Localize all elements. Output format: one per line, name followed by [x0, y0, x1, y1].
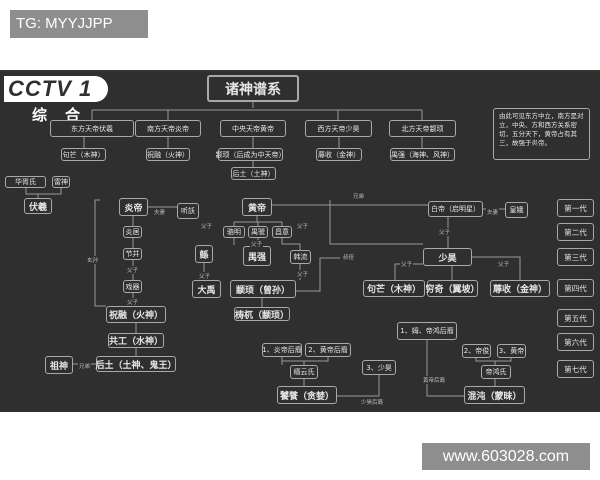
relation-label: 玄孙 [86, 256, 100, 264]
node-c2: 2、帝俊 [462, 344, 491, 358]
node-taowu: 梼杌（颛顼） [234, 307, 290, 321]
node-b3: 3、少昊 [362, 360, 396, 375]
node-b1: 1、炎帝后裔 [262, 343, 302, 357]
node-c-emp: 中央天帝黄帝 [220, 120, 286, 137]
relation-label: 父子 [198, 272, 212, 280]
generation-4: 第四代 [557, 279, 594, 297]
node-c-aide: 颛顼（后成为中天帝） [216, 148, 286, 161]
relation-label: 叔侄 [342, 253, 356, 261]
node-shaohao: 少昊 [423, 248, 472, 266]
node-huangdi: 黄帝 [242, 198, 272, 216]
node-huaxu: 华胥氏 [5, 176, 46, 188]
node-huange: 皇娥 [505, 202, 528, 218]
node-n-aide: 禺强（海神、风神） [390, 148, 455, 161]
generation-5: 第五代 [557, 309, 594, 327]
node-jinyun: 缙云氏 [290, 365, 318, 379]
node-qiongqi: 穷奇（翼坡） [426, 280, 480, 297]
diagram-note: 由此可见东方中立，南方是对立，中央、方和西方关系密切，五分天下，黄帝占有其三，故… [493, 108, 590, 160]
node-rushou: 蓐收（金神） [490, 280, 550, 297]
node-c3: 3、黄帝 [497, 344, 526, 358]
node-zhuanxu: 颛顼（曾孙） [230, 280, 296, 298]
logo-sub: 综合 [32, 106, 99, 124]
node-leishen: 雷神 [52, 176, 70, 188]
node-gonggong: 共工（水神） [108, 333, 164, 348]
node-s-aide: 祝融（火神） [146, 148, 190, 161]
relation-label: 父子 [126, 266, 140, 274]
watermark: www.603028.com [422, 443, 590, 470]
node-hundun: 混沌（蒙昧） [464, 386, 525, 404]
relation-label: 父子 [497, 260, 511, 268]
relation-label: 父子 [400, 260, 414, 268]
relation-label: 黄帝后裔 [422, 376, 447, 384]
node-zhurong: 祝融（火神） [106, 306, 166, 323]
logo-brand: CCTV 1 [4, 76, 108, 102]
relation-label: 父子 [250, 240, 264, 248]
node-title: 诸神谱系 [207, 75, 299, 102]
relation-label: 父子 [126, 298, 140, 306]
generation-2: 第二代 [557, 223, 594, 241]
node-goumang: 句芒（木神） [363, 280, 425, 297]
relation-label: 夫妻 [486, 208, 500, 216]
node-w-aide: 蓐收（金神） [316, 148, 362, 161]
node-changyi: 昌意 [272, 226, 292, 238]
node-e-emp: 东方天帝伏羲 [50, 120, 134, 137]
node-jiebing: 节并 [123, 248, 142, 260]
relation-label: 父子 [296, 222, 310, 230]
node-luoming: 骆明 [223, 226, 245, 238]
node-hanliu: 韩流 [290, 250, 311, 264]
node-c-aide2: 后土（土神） [231, 167, 276, 180]
node-c1: 1、姆、帝鸿后裔 [397, 322, 457, 340]
node-e-aide: 句芒（木神） [61, 148, 106, 161]
node-dihong: 帝鸿氏 [481, 365, 511, 379]
node-dayu: 大禹 [192, 280, 221, 298]
node-xiqi: 戏器 [123, 280, 142, 293]
relation-label: 少昊后裔 [360, 398, 385, 406]
node-zushen: 祖神 [45, 356, 73, 374]
generation-1: 第一代 [557, 199, 594, 217]
node-fuxi: 伏羲 [24, 198, 52, 214]
relation-label: 兄弟 [78, 362, 92, 370]
node-taotie: 饕餮（贪婪） [277, 386, 337, 404]
node-yandi: 炎帝 [119, 198, 148, 216]
relation-label: 夫妻 [153, 208, 167, 216]
node-gun: 鲧 [195, 245, 213, 263]
node-n-emp: 北方天帝颛顼 [389, 120, 456, 137]
relation-label: 父子 [296, 270, 310, 278]
node-w-emp: 西方天帝少昊 [305, 120, 372, 137]
node-yuguo: 禺虢 [248, 226, 268, 238]
node-s-emp: 南方天帝炎帝 [135, 120, 201, 137]
relation-label: 父子 [438, 228, 452, 236]
node-yuqiang: 禺强 [243, 246, 271, 266]
node-yanju: 炎居 [123, 226, 142, 238]
relation-label: 兄弟 [352, 192, 366, 200]
channel-tag: TG: MYYJJPP [10, 10, 148, 38]
node-tingyao: 听訞 [177, 203, 199, 219]
node-houtu: 后土（土神、鬼王） [96, 356, 177, 372]
relation-label: 父子 [200, 222, 214, 230]
node-b2: 2、黄帝后裔 [305, 343, 351, 357]
node-baidi: 白帝（启明星） [428, 201, 483, 217]
cctv-logo: CCTV 1 综合 [4, 76, 110, 126]
generation-6: 第六代 [557, 333, 594, 351]
generation-7: 第七代 [557, 360, 594, 378]
generation-3: 第三代 [557, 248, 594, 266]
